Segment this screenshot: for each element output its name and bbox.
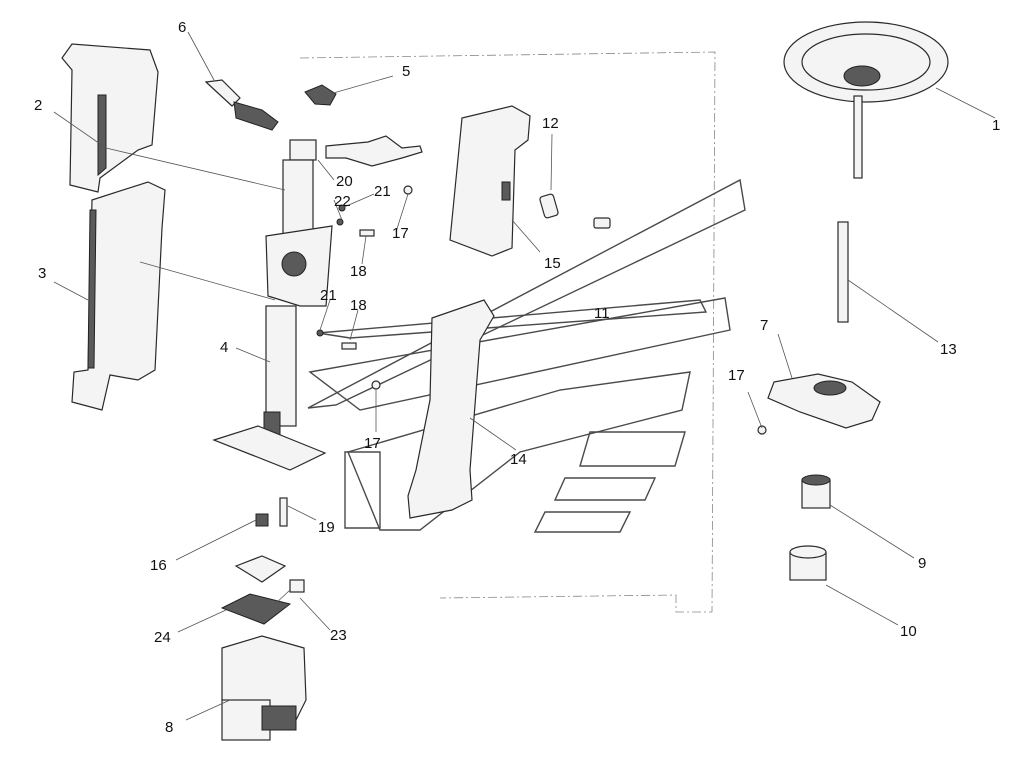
callout-17-b: 17 — [364, 435, 381, 452]
part-8-steering-unit — [221, 635, 307, 741]
part-13-steering-shaft — [837, 221, 849, 323]
callout-10: 10 — [900, 623, 917, 640]
callout-4: 4 — [220, 339, 228, 356]
callout-11: 11 — [594, 305, 610, 322]
callout-20: 20 — [336, 173, 353, 190]
callout-22: 22 — [334, 193, 351, 210]
part-17-screw-a — [403, 185, 413, 195]
leader-lines — [53, 31, 996, 721]
bolt-fastener — [593, 217, 611, 229]
part-16-nut — [255, 513, 269, 527]
callout-3: 3 — [38, 265, 46, 282]
part-17-screw-c — [757, 425, 767, 435]
callout-21-a: 21 — [374, 183, 391, 200]
callout-17-c: 17 — [728, 367, 745, 384]
watermark-logo — [307, 178, 746, 533]
callout-15: 15 — [544, 255, 561, 272]
callout-5: 5 — [402, 63, 410, 80]
part-18-bolt-b — [341, 342, 357, 350]
part-23-sensor — [274, 579, 305, 605]
part-4-steering-column — [212, 139, 333, 471]
part-14-front-cover — [407, 299, 495, 519]
callout-21-b: 21 — [320, 287, 337, 304]
callout-14: 14 — [510, 451, 527, 468]
part-2-upper-cover — [61, 43, 159, 193]
part-6-lever — [204, 79, 279, 131]
callout-24: 24 — [154, 629, 171, 646]
callout-12: 12 — [542, 115, 559, 132]
part-20-switch — [325, 135, 423, 167]
callout-18-a: 18 — [350, 263, 367, 280]
part-15-rear-cover — [449, 105, 531, 257]
part-18-bolt-a — [359, 229, 375, 237]
part-5-connector — [304, 84, 337, 106]
callout-23: 23 — [330, 627, 347, 644]
callout-13: 13 — [940, 341, 957, 358]
part-24-adapter — [220, 593, 292, 625]
callout-6: 6 — [178, 19, 186, 36]
callout-16: 16 — [150, 557, 167, 574]
part-22-washer — [336, 218, 344, 226]
callout-19: 19 — [318, 519, 335, 536]
part-19-pin — [279, 497, 288, 527]
part-24-plate — [234, 555, 287, 583]
part-17-screw-b — [371, 380, 381, 390]
part-7-console — [767, 373, 881, 429]
assembly-frame — [299, 51, 716, 613]
part-12-cap — [539, 193, 559, 219]
part-3-lower-cover — [71, 181, 166, 411]
part-1-steering-wheel — [783, 21, 949, 179]
callout-17-a: 17 — [392, 225, 409, 242]
callout-7: 7 — [760, 317, 768, 334]
part-21-washer-b — [316, 329, 324, 337]
callout-9: 9 — [918, 555, 926, 572]
part-10-bushing — [789, 545, 827, 581]
callout-8: 8 — [165, 719, 173, 736]
callout-2: 2 — [34, 97, 42, 114]
callout-18-b: 18 — [350, 297, 367, 314]
part-9-bushing — [801, 474, 831, 509]
callout-1: 1 — [992, 117, 1000, 134]
